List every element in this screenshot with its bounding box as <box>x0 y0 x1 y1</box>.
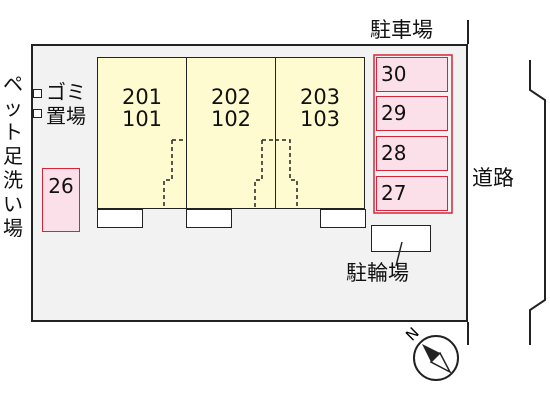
pet-wash-label: ペ ッ ト 足 洗 い 場 <box>0 72 26 240</box>
building-unit-1: 201 101 <box>97 57 187 209</box>
pet-wash-char: ペ <box>3 72 23 96</box>
entrance-step <box>97 209 143 228</box>
pet-wash-char: 足 <box>3 144 23 168</box>
parking-slot-extra: 26 <box>42 168 80 232</box>
compass-north-label: N <box>402 324 423 345</box>
parking-slot: 27 <box>376 176 448 211</box>
garbage-box-icon <box>33 109 42 118</box>
bicycle-parking-label: 駐輪場 <box>346 261 409 285</box>
pet-wash-char: ッ <box>3 96 23 120</box>
unit-number-lower: 102 <box>210 107 252 131</box>
pet-wash-char: 場 <box>3 216 23 240</box>
pet-wash-char: い <box>3 192 23 216</box>
parking-slot: 28 <box>376 136 448 171</box>
compass-icon: N <box>402 324 459 381</box>
garbage-box-icon <box>33 89 42 98</box>
unit-number-lower: 101 <box>121 107 163 131</box>
unit-number-lower: 103 <box>299 107 341 131</box>
unit-number-upper: 203 <box>299 85 341 109</box>
pet-wash-char: 洗 <box>3 168 23 192</box>
bicycle-leader-line <box>395 241 403 267</box>
unit-number-upper: 201 <box>121 85 163 109</box>
garbage-label: ゴミ 置場 <box>46 80 86 128</box>
garbage-label-line: ゴミ <box>46 80 86 104</box>
pet-wash-char: ト <box>3 120 23 144</box>
road-label: 道路 <box>472 166 514 190</box>
entrance-step <box>320 209 366 228</box>
building-unit-3: 203 103 <box>275 57 365 209</box>
garbage-label-line: 置場 <box>46 104 86 128</box>
parking-title: 駐車場 <box>370 18 433 42</box>
unit-number-upper: 202 <box>210 85 252 109</box>
entrance-step <box>186 209 232 228</box>
parking-slot: 29 <box>376 96 448 131</box>
parking-block-outline <box>373 54 453 214</box>
building-unit-2: 202 102 <box>186 57 276 209</box>
parking-slot: 30 <box>376 57 448 92</box>
